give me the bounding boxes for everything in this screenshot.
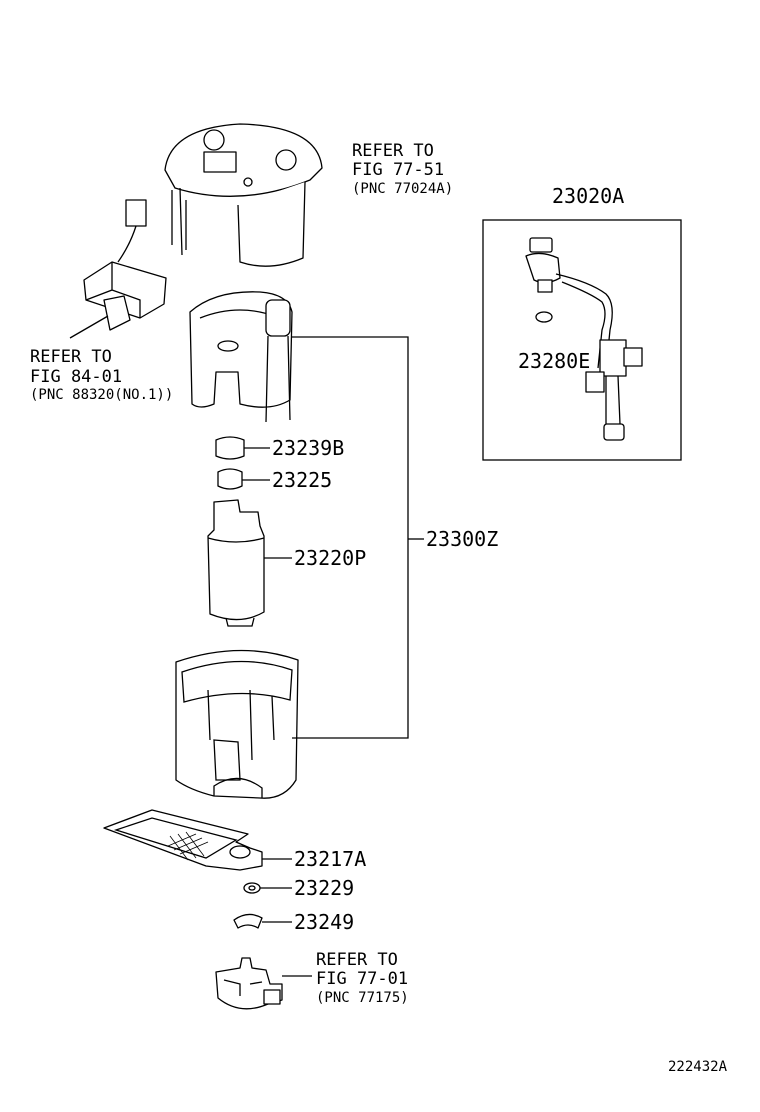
ref-sender-line2: FIG 84-01 [30, 367, 122, 387]
ref-sender-line1: REFER TO [30, 347, 112, 367]
part-23217A-drawing [103, 809, 292, 871]
ref-sender-gauge: REFER TO FIG 84-01 (PNC 88320(NO.1)) [30, 347, 173, 403]
label-23239B: 23239B [272, 436, 344, 460]
part-23220P-drawing [207, 499, 292, 627]
figure-id: 222432A [668, 1059, 728, 1075]
ref-top-cover-line2: FIG 77-51 [352, 160, 444, 180]
label-23225: 23225 [272, 468, 332, 492]
bracket-23300Z [292, 336, 424, 739]
ref-bottom-line2: FIG 77-01 [316, 969, 408, 989]
label-23280E: 23280E [518, 349, 590, 373]
regulator-group-box [482, 219, 682, 461]
label-23020A: 23020A [552, 184, 624, 208]
pump-housing-lower-drawing [175, 649, 299, 799]
pump-housing-top-drawing [189, 291, 293, 423]
part-23020A-drawing [525, 237, 643, 441]
ref-sender-line3: (PNC 88320(NO.1)) [30, 387, 173, 403]
label-23220P: 23220P [294, 546, 366, 570]
part-23229-drawing [243, 882, 292, 894]
label-23249: 23249 [294, 910, 354, 934]
ref-bottom-line3: (PNC 77175) [316, 990, 409, 1006]
sender-gauge-drawing [69, 199, 167, 339]
label-23229: 23229 [294, 876, 354, 900]
label-23300Z: 23300Z [426, 527, 498, 551]
part-23249-drawing [233, 913, 292, 929]
ref-top-cover: REFER TO FIG 77-51 (PNC 77024A) [352, 141, 453, 197]
part-23239B-drawing [215, 436, 270, 460]
ref-top-cover-line1: REFER TO [352, 141, 434, 161]
top-cover-drawing [164, 123, 323, 267]
bottom-bracket-drawing [215, 957, 312, 1010]
label-23217A: 23217A [294, 847, 366, 871]
part-23225-drawing [217, 468, 270, 490]
ref-top-cover-line3: (PNC 77024A) [352, 181, 453, 197]
ref-bottom-line1: REFER TO [316, 950, 398, 970]
ref-bottom-bracket: REFER TO FIG 77-01 (PNC 77175) [316, 950, 409, 1006]
